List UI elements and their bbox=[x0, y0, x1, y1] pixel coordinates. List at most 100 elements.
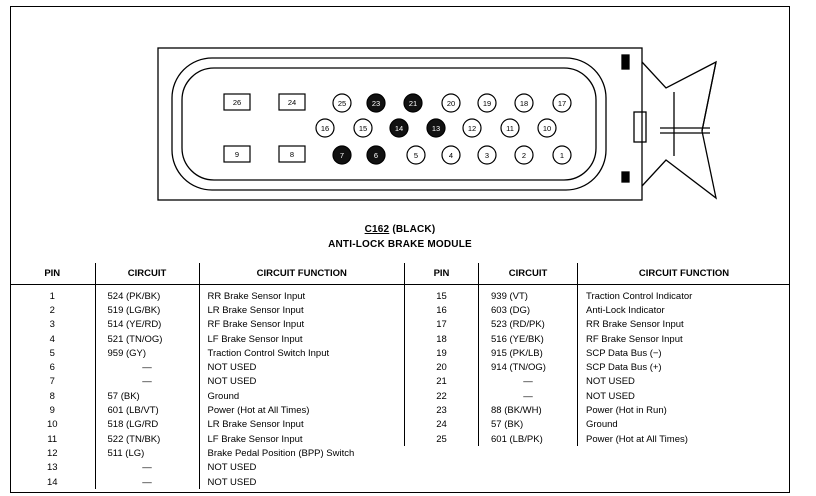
cavity-label: 21 bbox=[409, 99, 417, 108]
circuit-cell: — bbox=[94, 460, 199, 475]
circuit-header: CIRCUIT bbox=[478, 263, 578, 285]
circuit-cell: 521 (TN/OG) bbox=[94, 331, 199, 347]
cavity-pin-2: 2 bbox=[514, 145, 534, 165]
pin-cell: 8 bbox=[49, 390, 55, 402]
circuit-cell: — bbox=[478, 374, 578, 390]
function-cell: Power (Hot in Run) bbox=[577, 403, 790, 418]
cavity-shape bbox=[500, 118, 520, 138]
pin-cell: 10 bbox=[46, 419, 58, 431]
pin-cell: 4 bbox=[49, 333, 55, 345]
cavity-shape bbox=[223, 93, 251, 111]
cavity-label: 18 bbox=[520, 99, 528, 108]
pin-cell: 3 bbox=[49, 319, 55, 331]
cavity-pin-17: 17 bbox=[552, 93, 572, 113]
connector-latch bbox=[633, 60, 717, 200]
figure-frame bbox=[10, 6, 790, 493]
cavity-label: 24 bbox=[288, 98, 296, 107]
circuit-cell: 516 (YE/BK) bbox=[478, 331, 578, 347]
cavity-label: 13 bbox=[432, 124, 440, 133]
circuit-cell: 523 (RD/PK) bbox=[478, 317, 578, 332]
cavity-pin-23: 23 bbox=[366, 93, 386, 113]
cavity-pin-1: 1 bbox=[552, 145, 572, 165]
cavity-label: 16 bbox=[321, 124, 329, 133]
cavity-label: 12 bbox=[468, 124, 476, 133]
cavity-shape bbox=[441, 93, 461, 113]
table-row: 7—NOT USED bbox=[10, 374, 404, 390]
table-header-row: PIN CIRCUIT CIRCUIT FUNCTION bbox=[404, 263, 790, 285]
cavity-label: 26 bbox=[233, 98, 241, 107]
pin-cell: 20 bbox=[404, 360, 479, 375]
cavity-pin-4: 4 bbox=[441, 145, 461, 165]
function-cell: Ground bbox=[577, 417, 790, 432]
function-cell: Traction Control Switch Input bbox=[198, 346, 404, 361]
cavity-label: 7 bbox=[340, 151, 344, 160]
circuit-function-header: CIRCUIT FUNCTION bbox=[198, 263, 404, 285]
pin-cell: 21 bbox=[404, 374, 479, 390]
cavity-label: 14 bbox=[395, 124, 403, 133]
cavity-pin-6: 6 bbox=[366, 145, 386, 165]
cavity-shape bbox=[389, 118, 409, 138]
pin-cell: 1 bbox=[49, 290, 55, 302]
cavity-label: 17 bbox=[558, 99, 566, 108]
cavity-pin-16: 16 bbox=[315, 118, 335, 138]
circuit-cell: 88 (BK/WH) bbox=[478, 403, 578, 418]
cavity-shape bbox=[366, 145, 386, 165]
pin-cell: 19 bbox=[404, 346, 479, 361]
cavity-label: 15 bbox=[359, 124, 367, 133]
cavity-shape bbox=[537, 118, 557, 138]
function-cell: Ground bbox=[198, 389, 404, 404]
cavity-pin-3: 3 bbox=[477, 145, 497, 165]
connector-housing bbox=[157, 47, 643, 201]
pin-cell: 17 bbox=[404, 317, 479, 332]
pin-cell: 13 bbox=[46, 462, 58, 474]
cavity-pin-5: 5 bbox=[406, 145, 426, 165]
circuit-cell: — bbox=[94, 474, 199, 490]
cavity-shape bbox=[353, 118, 373, 138]
function-cell: NOT USED bbox=[577, 374, 790, 390]
table-row: 22—NOT USED bbox=[404, 389, 790, 404]
cavity-shape bbox=[332, 93, 352, 113]
cavity-shape bbox=[426, 118, 446, 138]
cavity-pin-14: 14 bbox=[389, 118, 409, 138]
function-cell: NOT USED bbox=[198, 360, 404, 375]
cavity-label: 9 bbox=[235, 150, 239, 159]
cavity-shape bbox=[477, 145, 497, 165]
circuit-header: CIRCUIT bbox=[94, 263, 199, 285]
function-cell: RR Brake Sensor Input bbox=[198, 284, 404, 304]
circuit-cell: 915 (PK/LB) bbox=[478, 346, 578, 361]
circuit-cell: 601 (LB/VT) bbox=[94, 403, 199, 418]
cavity-shape bbox=[278, 145, 306, 163]
table-row: 21—NOT USED bbox=[404, 374, 790, 390]
cavity-label: 11 bbox=[506, 124, 514, 133]
circuit-cell: 601 (LB/PK) bbox=[478, 431, 578, 447]
cavity-pin-7: 7 bbox=[332, 145, 352, 165]
pin-cell: 7 bbox=[49, 376, 55, 388]
function-cell: RR Brake Sensor Input bbox=[577, 317, 790, 332]
circuit-cell: 603 (DG) bbox=[478, 303, 578, 318]
cavity-pin-9: 9 bbox=[223, 145, 251, 163]
connector-color: (BLACK) bbox=[392, 224, 436, 235]
cavity-pin-26: 26 bbox=[223, 93, 251, 111]
function-cell: LF Brake Sensor Input bbox=[198, 431, 404, 447]
pin-cell: 22 bbox=[404, 389, 479, 404]
cavity-label: 5 bbox=[414, 151, 418, 160]
pin-cell: 25 bbox=[404, 431, 479, 447]
pin-cell: 6 bbox=[49, 362, 55, 374]
cavity-pin-18: 18 bbox=[514, 93, 534, 113]
cavity-label: 10 bbox=[543, 124, 551, 133]
cavity-pin-15: 15 bbox=[353, 118, 373, 138]
pin-cell: 15 bbox=[404, 284, 479, 304]
circuit-cell: 522 (TN/BK) bbox=[94, 431, 199, 447]
